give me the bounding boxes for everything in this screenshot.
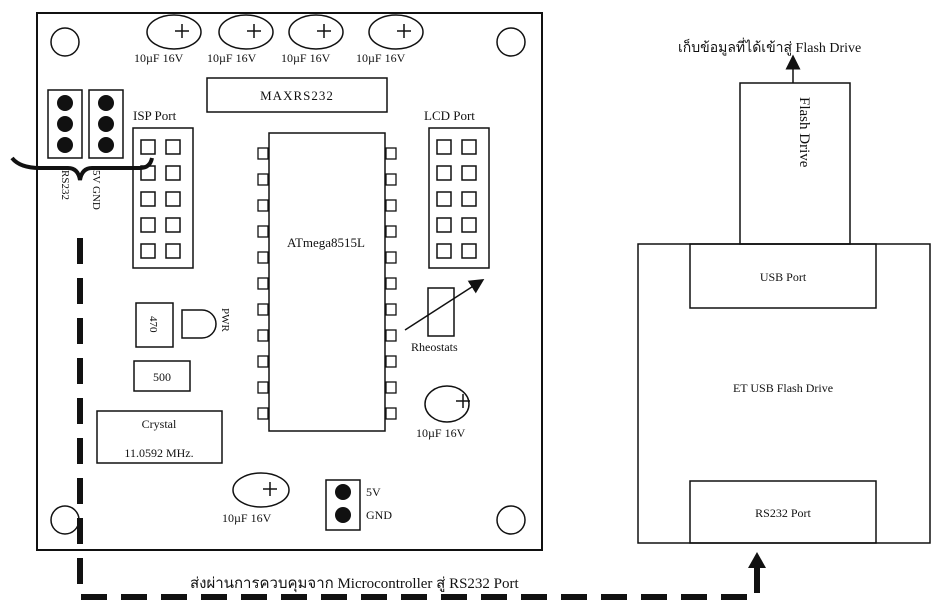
rs232-up-arrow (748, 552, 766, 568)
cap-right (424, 385, 470, 423)
lcd-port-label: LCD Port (424, 108, 475, 123)
mount-hole-tl (50, 27, 80, 57)
mount-hole-br (496, 505, 526, 535)
caption-bottom: ส่งผ่านการควบคุมจาก Microcontroller สู่ … (190, 576, 520, 593)
cap-bottom (232, 472, 290, 508)
pwr-led (181, 309, 217, 339)
crystal-freq-label: 11.0592 MHz. (124, 446, 193, 460)
resistor-500-label: 500 (153, 370, 171, 384)
mcu-label: ATmega8515L (287, 235, 365, 250)
jumper-power-label: 5V GND (90, 170, 102, 210)
power-header (325, 479, 361, 531)
top-capacitors (146, 14, 424, 50)
flash-drive-label: Flash Drive (796, 97, 812, 168)
cap-bottom-label: 10µF 16V (222, 511, 272, 525)
crystal (96, 410, 223, 464)
mcu-chip (268, 132, 386, 432)
mount-hole-tr (496, 27, 526, 57)
power-5v-label: 5V (366, 485, 381, 499)
resistor-470 (135, 302, 174, 348)
lcd-port (428, 127, 490, 269)
rs232-port (689, 480, 877, 544)
module-label: ET USB Flash Drive (733, 381, 833, 395)
cap-label-2: 10µF 16V (207, 51, 257, 65)
rheostat-label: Rheostats (411, 340, 458, 354)
cap-label-4: 10µF 16V (356, 51, 406, 65)
usb-port (689, 243, 877, 309)
usb-port-label: USB Port (760, 270, 807, 284)
jumper-power (88, 89, 124, 159)
max232-chip (206, 77, 388, 113)
cap-label-3: 10µF 16V (281, 51, 331, 65)
crystal-label: Crystal (142, 417, 177, 431)
rheostat (427, 287, 455, 337)
pcb-board (36, 12, 543, 551)
cap-right-label: 10µF 16V (416, 426, 466, 440)
flash-drive (739, 82, 851, 245)
resistor-500 (133, 360, 191, 392)
jumper-brace (10, 156, 154, 181)
power-gnd-label: GND (366, 508, 392, 522)
rheostat-arrow (404, 278, 485, 331)
cap-label-1: 10µF 16V (134, 51, 184, 65)
jumper-rs232 (47, 89, 83, 159)
resistor-470-label: 470 (147, 316, 159, 333)
jumper-rs232-label: RS232 (59, 170, 71, 200)
rs232-port-label: RS232 Port (755, 506, 811, 520)
dashed-connection (77, 238, 760, 600)
caption-top-right: เก็บข้อมูลที่ได้เข้าสู่ Flash Drive (678, 38, 861, 56)
max232-label: MAXRS232 (260, 88, 334, 103)
pwr-label: PWR (219, 308, 231, 333)
isp-port (132, 127, 194, 269)
isp-port-label: ISP Port (133, 108, 177, 123)
